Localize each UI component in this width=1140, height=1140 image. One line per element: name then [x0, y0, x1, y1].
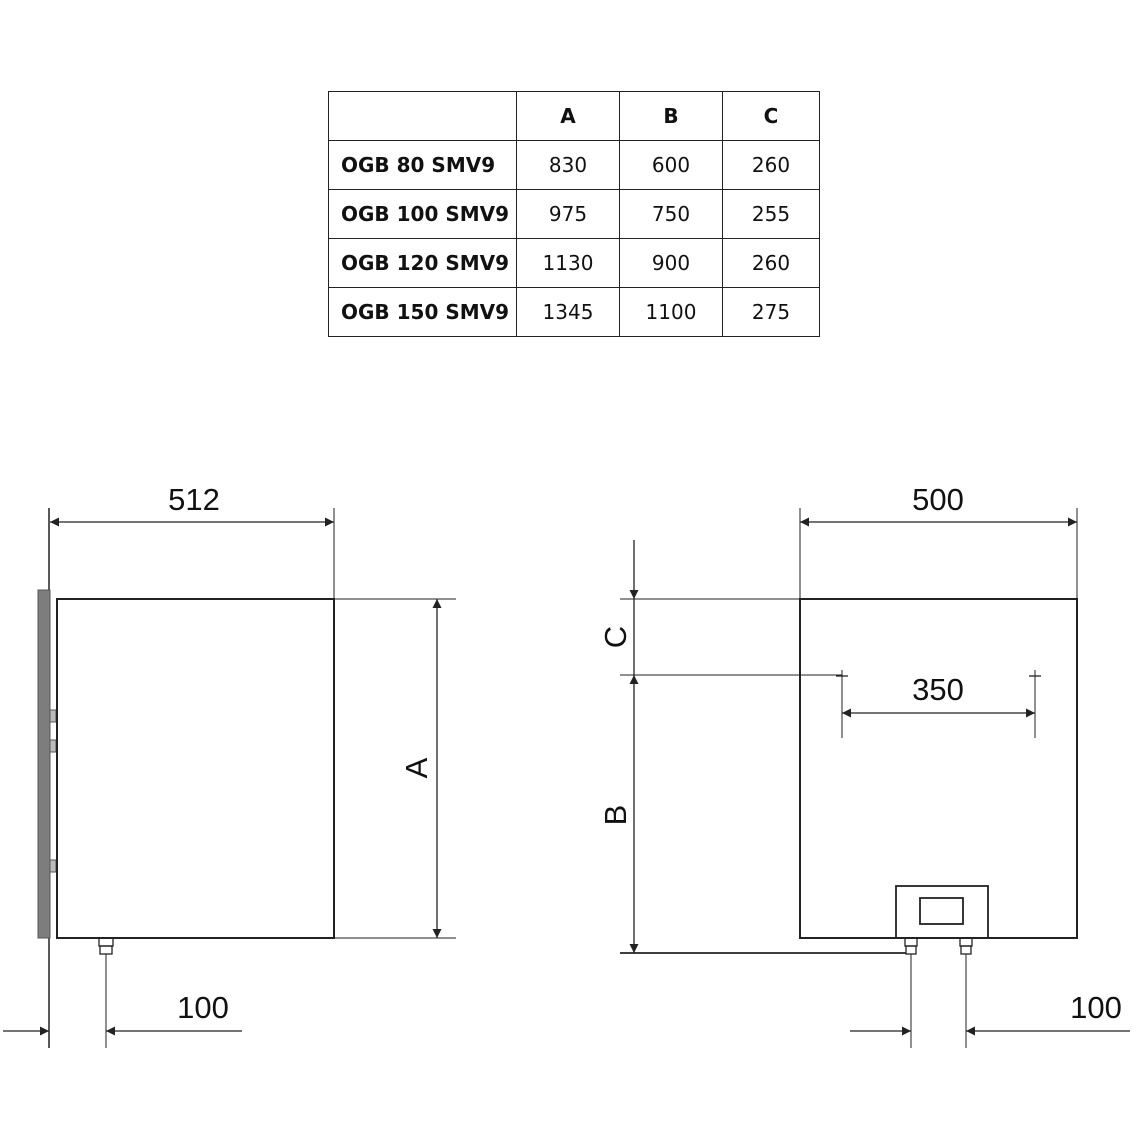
pipe-connector	[99, 945, 113, 955]
pipe-connector	[98, 937, 114, 947]
table-row: OGB 150 SMV9 1345 1100 275	[328, 287, 820, 337]
heater-body-side	[56, 598, 335, 939]
plate-tab	[49, 859, 57, 873]
mounting-plate	[37, 589, 51, 939]
display-panel	[919, 897, 964, 925]
model-cell: OGB 120 SMV9	[328, 238, 517, 288]
label-top-c: C	[598, 626, 633, 648]
value-cell-a: 1345	[516, 287, 620, 337]
control-box	[895, 885, 989, 939]
model-cell: OGB 100 SMV9	[328, 189, 517, 239]
label-bracket-350: 350	[912, 672, 964, 707]
plate-tab	[49, 709, 57, 723]
pipe-connector	[960, 945, 972, 955]
value-cell-c: 260	[722, 238, 820, 288]
plate-tab	[49, 739, 57, 753]
pipe-connector	[905, 945, 917, 955]
label-offset-100-right: 100	[1070, 990, 1122, 1025]
heater-body-front	[799, 598, 1078, 939]
label-offset-100-left: 100	[177, 990, 229, 1025]
value-cell-b: 750	[619, 189, 723, 239]
value-cell-c: 275	[722, 287, 820, 337]
label-width-512: 512	[168, 482, 220, 517]
value-cell-b: 900	[619, 238, 723, 288]
pipe-connector	[959, 937, 973, 947]
pipe-connector	[904, 937, 918, 947]
table-row: OGB 120 SMV9 1130 900 260	[328, 238, 820, 288]
label-width-500: 500	[912, 482, 964, 517]
value-cell-b: 1100	[619, 287, 723, 337]
label-height-a: A	[399, 757, 434, 778]
side-view	[3, 508, 456, 1048]
front-view	[620, 508, 1130, 1048]
value-cell-c: 260	[722, 140, 820, 190]
value-cell-a: 1130	[516, 238, 620, 288]
label-bottom-b: B	[598, 805, 633, 826]
dimensions-table: A B C OGB 80 SMV9 830 600 260 OGB 100 SM…	[328, 91, 820, 337]
model-cell: OGB 150 SMV9	[328, 287, 517, 337]
header-cell-c: C	[722, 91, 820, 141]
